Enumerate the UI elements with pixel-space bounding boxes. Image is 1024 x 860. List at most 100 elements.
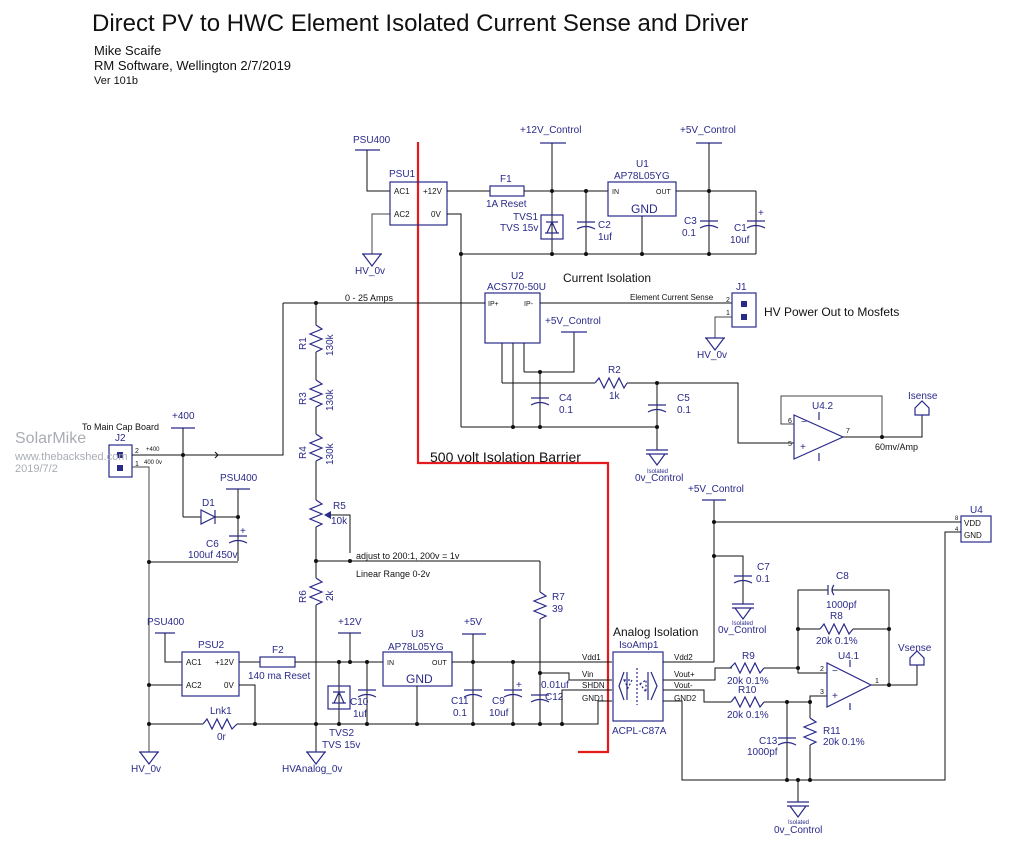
svg-text:20k 0.1%: 20k 0.1% xyxy=(727,710,769,721)
svg-text:130k: 130k xyxy=(325,442,336,465)
svg-text:1000pf: 1000pf xyxy=(826,600,857,611)
isolated-ground-icon xyxy=(786,801,810,818)
svg-text:R2: R2 xyxy=(608,365,621,376)
isolation-barrier-line xyxy=(416,142,610,754)
svg-text:+5V_Control: +5V_Control xyxy=(688,484,744,495)
svg-text:R8: R8 xyxy=(830,611,843,622)
fuse-f2 xyxy=(259,656,296,668)
opamp-u4-2 xyxy=(793,414,845,460)
resistor-r6 xyxy=(308,577,324,606)
svg-text:0.1: 0.1 xyxy=(682,228,696,239)
svg-text:ACS770-50U: ACS770-50U xyxy=(487,282,546,293)
resistor-r11 xyxy=(802,717,818,746)
svg-text:R7: R7 xyxy=(552,592,565,603)
svg-text:TVS2: TVS2 xyxy=(329,728,354,739)
svg-text:IP-: IP- xyxy=(524,301,534,308)
svg-text:ACPL-C87A: ACPL-C87A xyxy=(612,726,667,737)
svg-text:0v_Control: 0v_Control xyxy=(635,473,683,484)
svg-text:2: 2 xyxy=(726,297,730,304)
svg-text:D1: D1 xyxy=(202,498,215,509)
svg-text:0v_Control: 0v_Control xyxy=(774,825,822,836)
resistor-r2 xyxy=(594,376,628,390)
resistor-r1 xyxy=(308,324,324,353)
svg-text:20k 0.1%: 20k 0.1% xyxy=(816,636,858,647)
svg-text:IN: IN xyxy=(612,189,619,196)
svg-text:C6: C6 xyxy=(206,539,219,550)
svg-text:IP+: IP+ xyxy=(488,301,499,308)
watermark-url: www.thebackshed.com xyxy=(15,451,128,463)
svg-text:AC1: AC1 xyxy=(394,187,410,196)
svg-text:20k 0.1%: 20k 0.1% xyxy=(823,737,865,748)
svg-text:U4.1: U4.1 xyxy=(838,651,860,662)
svg-text:130k: 130k xyxy=(325,333,336,356)
opamp-supply-u4 xyxy=(960,515,992,543)
resistor-r7 xyxy=(532,591,548,620)
svg-text:C2: C2 xyxy=(598,220,611,231)
svg-text:+: + xyxy=(800,442,806,453)
svg-text:AC1: AC1 xyxy=(186,658,202,667)
svg-text:0.1: 0.1 xyxy=(559,405,573,416)
svg-text:+12V: +12V xyxy=(423,187,443,196)
svg-text:GND: GND xyxy=(631,202,658,216)
connector-j2 xyxy=(108,444,133,478)
resistor-r4 xyxy=(308,433,324,462)
svg-text:C7: C7 xyxy=(757,562,770,573)
svg-text:+5V_Control: +5V_Control xyxy=(545,316,601,327)
svg-text:R4: R4 xyxy=(298,446,309,459)
svg-text:−: − xyxy=(801,417,807,428)
svg-text:+12V: +12V xyxy=(338,617,362,628)
svg-text:8: 8 xyxy=(955,516,959,522)
svg-text:0.1: 0.1 xyxy=(756,574,770,585)
svg-text:adjust to 200:1, 200v = 1v: adjust to 200:1, 200v = 1v xyxy=(356,551,460,561)
svg-text:Element Current Sense: Element Current Sense xyxy=(630,293,714,302)
svg-text:J1: J1 xyxy=(736,282,747,293)
svg-text:C11: C11 xyxy=(451,696,469,707)
svg-text:+: + xyxy=(758,208,764,219)
svg-text:+400: +400 xyxy=(172,411,195,422)
svg-text:SHDN: SHDN xyxy=(582,681,605,690)
svg-text:Vout+: Vout+ xyxy=(674,670,695,679)
svg-text:GND2: GND2 xyxy=(674,694,697,703)
svg-text:R6: R6 xyxy=(298,590,309,603)
resistor-r10 xyxy=(730,695,765,709)
svg-text:Isolated: Isolated xyxy=(647,469,668,475)
svg-text:0V: 0V xyxy=(431,210,441,219)
svg-text:2: 2 xyxy=(820,666,824,673)
svg-text:2: 2 xyxy=(135,448,139,455)
svg-text:F2: F2 xyxy=(272,645,284,656)
svg-text:+5V_Control: +5V_Control xyxy=(680,125,736,136)
svg-text:AC2: AC2 xyxy=(186,681,202,690)
hvanalog-ground-icon xyxy=(305,751,327,765)
isolation-amplifier-isoamp1 xyxy=(612,651,664,722)
svg-text:Vin: Vin xyxy=(582,670,593,679)
svg-text:3: 3 xyxy=(820,689,824,696)
svg-text:+: + xyxy=(832,691,838,702)
svg-text:1k: 1k xyxy=(609,391,621,402)
svg-text:0.01uf: 0.01uf xyxy=(541,680,569,691)
current-isolation-label: Current Isolation xyxy=(563,271,651,285)
hv-power-out-label: HV Power Out to Mosfets xyxy=(764,305,899,319)
svg-text:+12V_Control: +12V_Control xyxy=(520,125,581,136)
svg-text:Isolated: Isolated xyxy=(788,820,809,826)
svg-text:+5V: +5V xyxy=(464,617,482,628)
svg-text:IN: IN xyxy=(387,660,394,667)
svg-text:0V: 0V xyxy=(224,681,234,690)
svg-text:R3: R3 xyxy=(298,392,309,405)
isolated-ground-icon xyxy=(645,449,669,466)
company-date: RM Software, Wellington 2/7/2019 xyxy=(94,58,292,73)
svg-text:0.1: 0.1 xyxy=(677,405,691,416)
svg-text:Isense: Isense xyxy=(908,391,938,402)
svg-text:4: 4 xyxy=(955,527,959,533)
svg-text:OUT: OUT xyxy=(432,660,448,667)
svg-text:10uf: 10uf xyxy=(489,708,509,719)
svg-text:1uf: 1uf xyxy=(353,709,367,720)
svg-text:TVS 15v: TVS 15v xyxy=(500,223,538,234)
svg-text:1000pf: 1000pf xyxy=(747,747,778,758)
isolation-barrier-label: 500 volt Isolation Barrier xyxy=(430,449,581,465)
svg-text:1: 1 xyxy=(726,310,730,317)
svg-text:To Main Cap Board: To Main Cap Board xyxy=(82,422,159,432)
isense-port xyxy=(914,400,930,416)
svg-text:R1: R1 xyxy=(298,337,309,350)
svg-text:−: − xyxy=(832,666,838,677)
